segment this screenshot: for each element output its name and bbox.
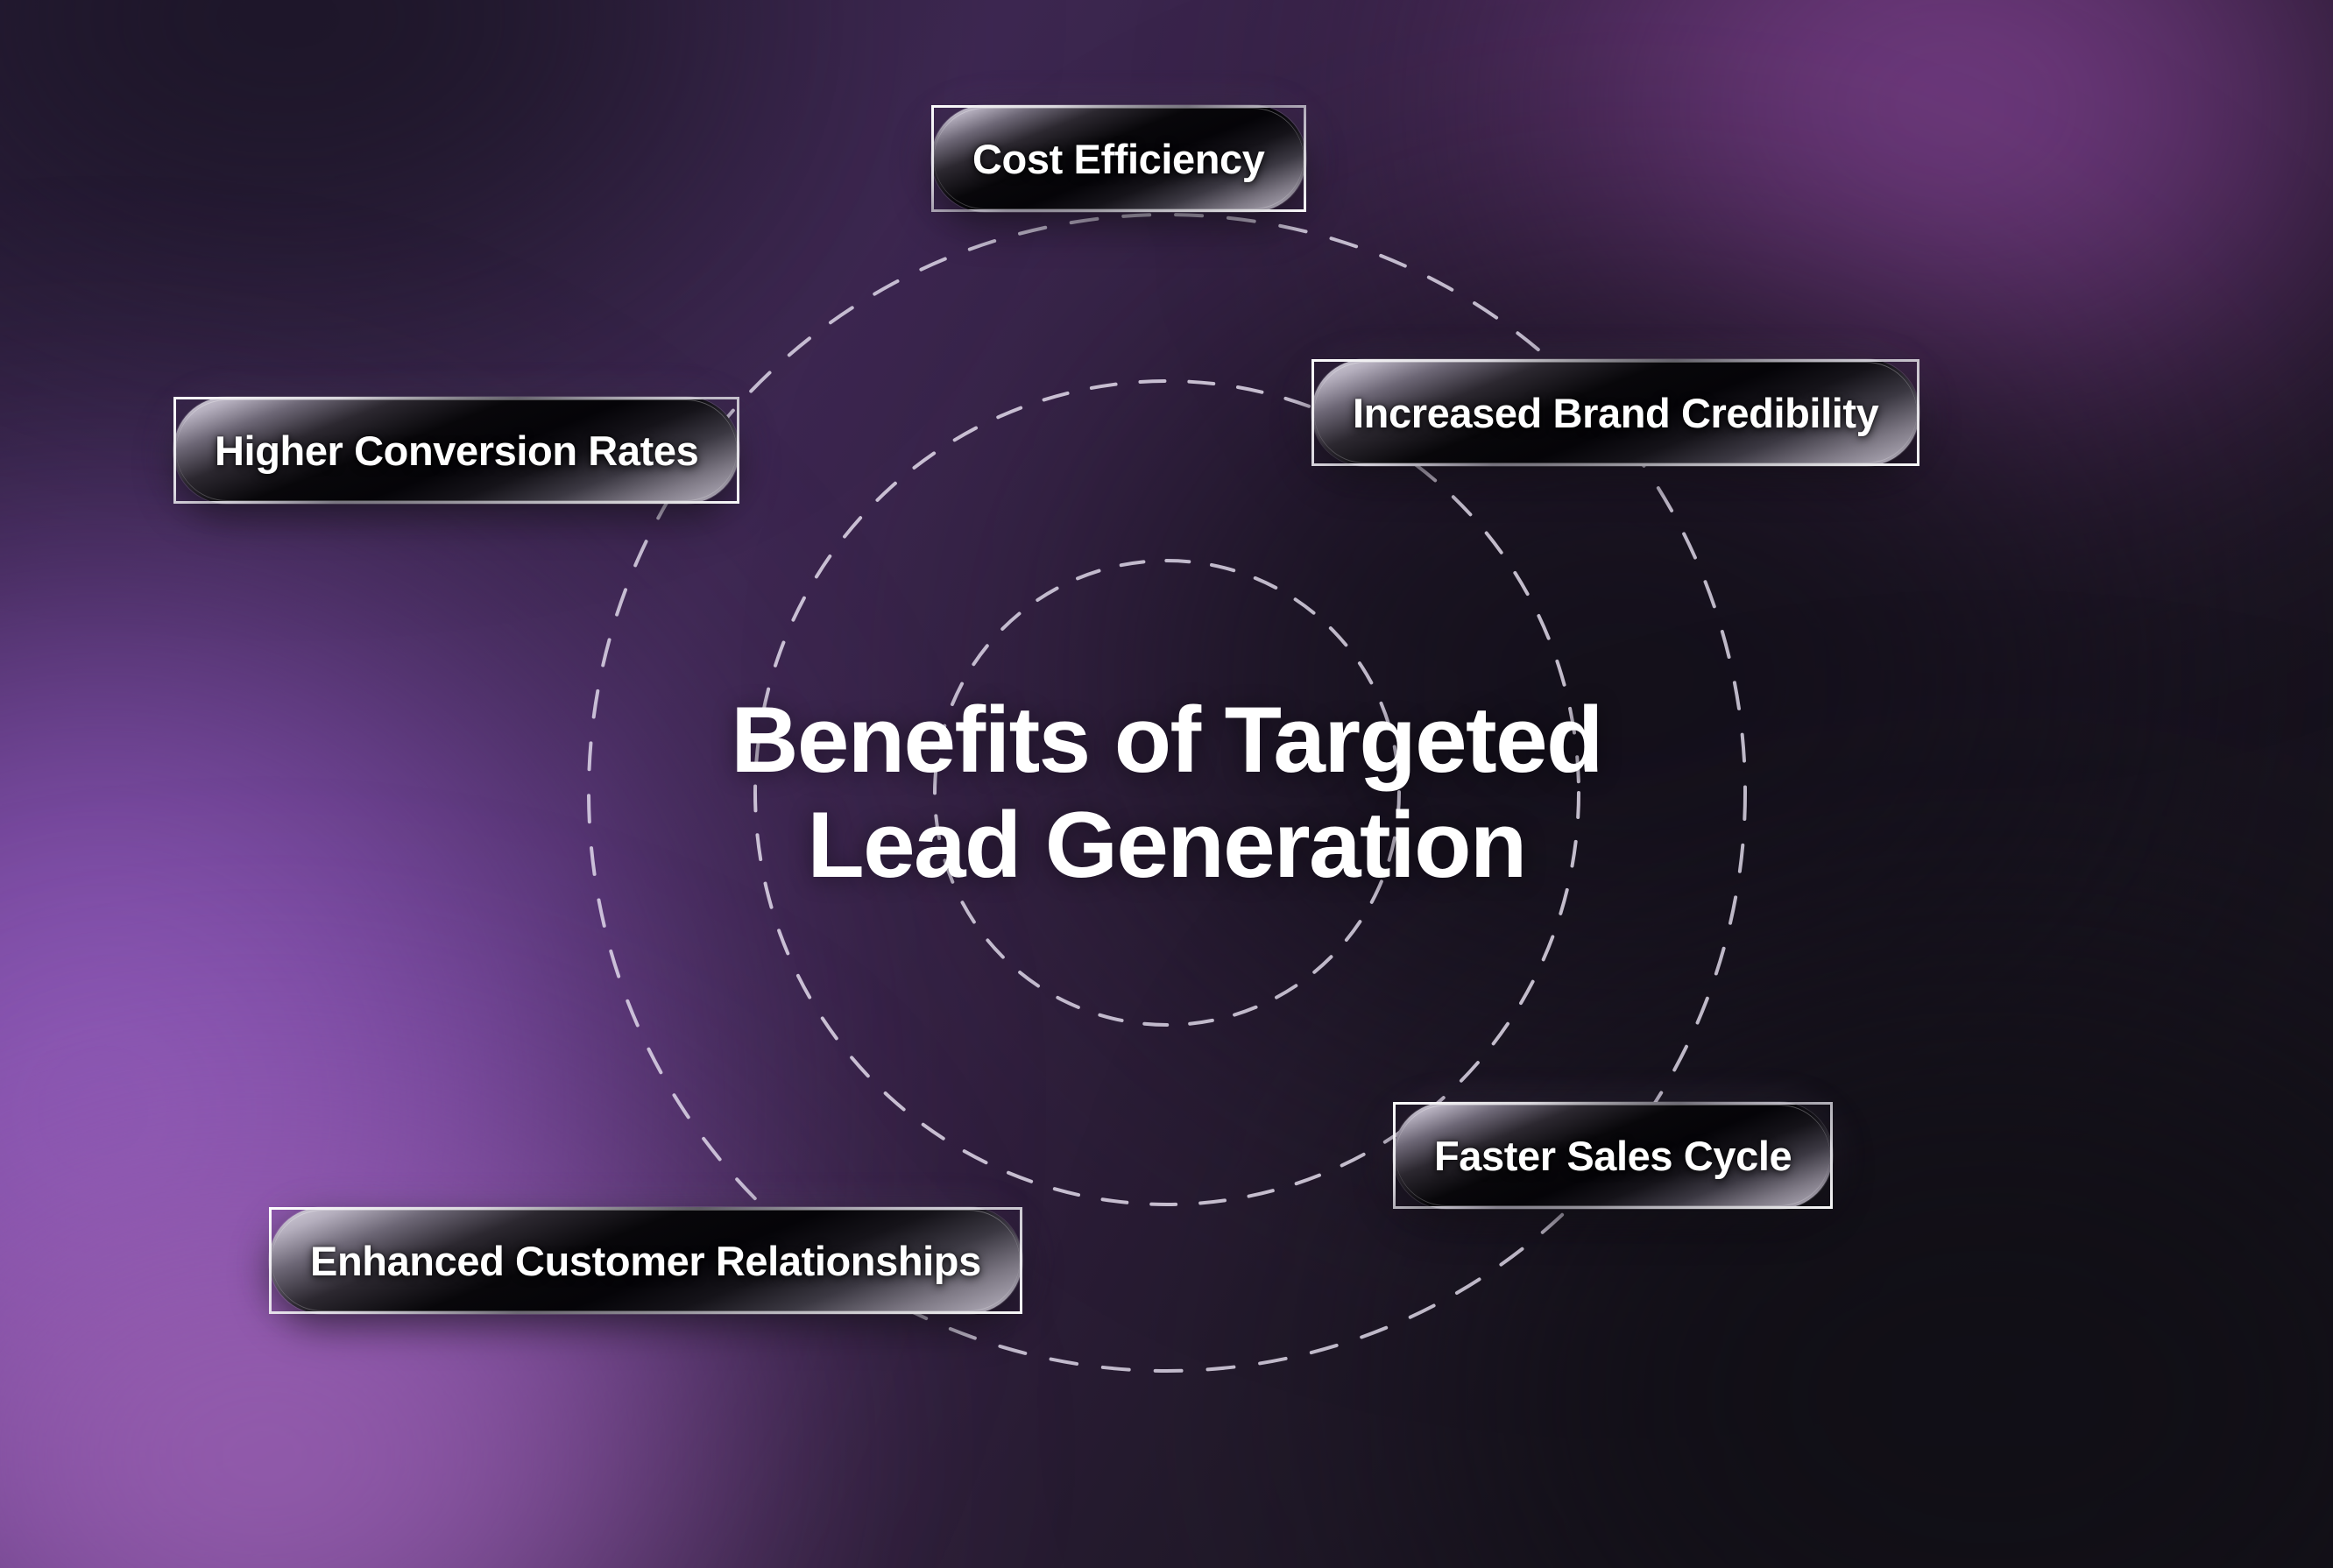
- node-faster-sales-cycle[interactable]: Faster Sales Cycle: [1393, 1102, 1834, 1209]
- node-label-cost-efficiency: Cost Efficiency: [972, 135, 1265, 182]
- center-title-line-2: Lead Generation: [807, 792, 1527, 897]
- node-label-higher-conversion-rates: Higher Conversion Rates: [215, 427, 699, 474]
- node-label-faster-sales-cycle: Faster Sales Cycle: [1434, 1132, 1792, 1179]
- center-title-line-1: Benefits of Targeted: [731, 687, 1603, 793]
- center-title: Benefits of Targeted Lead Generation: [532, 687, 1802, 898]
- node-enhanced-customer-relationships[interactable]: Enhanced Customer Relationships: [269, 1207, 1022, 1314]
- node-label-increased-brand-credibility: Increased Brand Credibility: [1353, 389, 1879, 436]
- node-label-enhanced-customer-relationships: Enhanced Customer Relationships: [310, 1237, 981, 1284]
- node-increased-brand-credibility[interactable]: Increased Brand Credibility: [1311, 359, 1920, 466]
- node-higher-conversion-rates[interactable]: Higher Conversion Rates: [173, 397, 740, 504]
- node-cost-efficiency[interactable]: Cost Efficiency: [931, 105, 1306, 212]
